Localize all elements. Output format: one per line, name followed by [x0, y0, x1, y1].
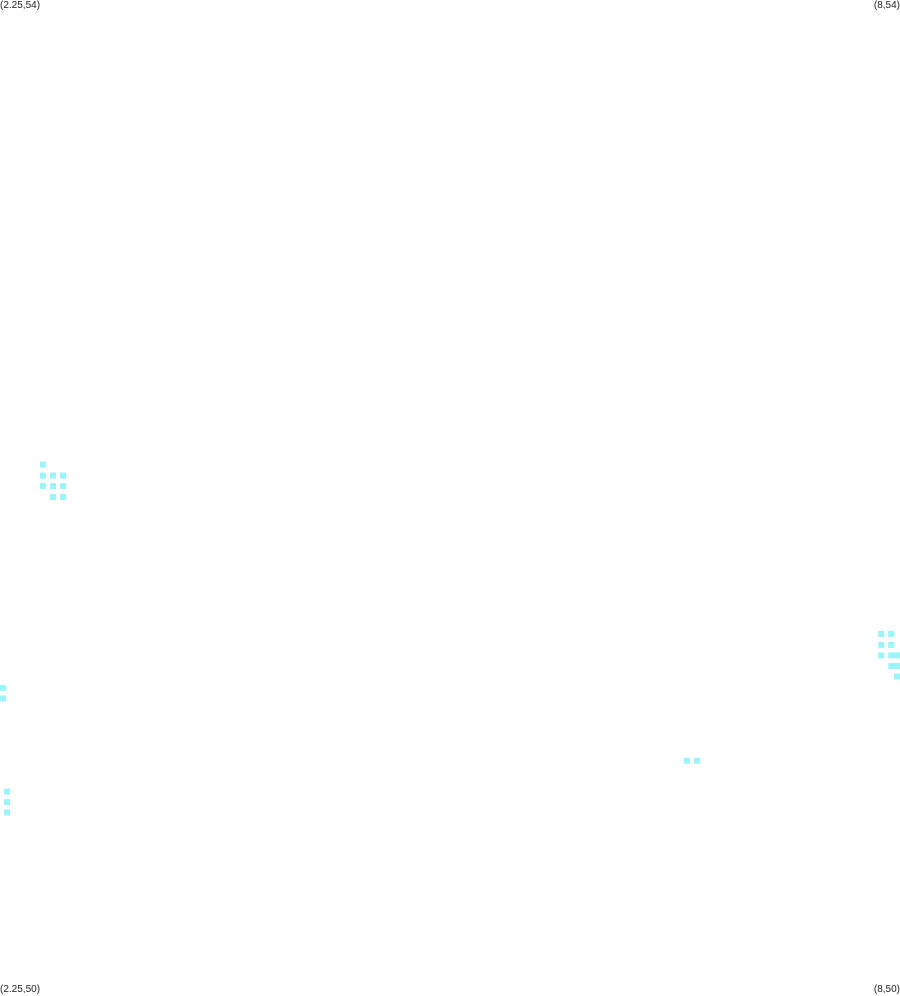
scatter-point-25	[894, 673, 900, 680]
corner-label-top-left: (2.25,54)	[0, 0, 41, 11]
scatter-point-0	[39, 461, 46, 468]
scatter-point-9	[0, 684, 6, 691]
corner-label-bottom-right: (8,50)	[873, 984, 900, 995]
corner-label-bottom-left: (2.25,50)	[0, 984, 41, 995]
scatter-point-3	[50, 472, 57, 479]
scatter-point-22	[888, 663, 895, 670]
scatter-point-2	[39, 483, 46, 490]
scatter-point-7	[60, 483, 67, 490]
scatter-point-15	[694, 757, 701, 764]
scatter-point-19	[888, 630, 895, 637]
scatter-point-18	[878, 652, 885, 659]
scatter-point-13	[4, 809, 11, 816]
scatter-point-8	[60, 494, 67, 500]
scatter-point-1	[39, 472, 46, 479]
scatter-point-4	[50, 483, 57, 490]
scatter-point-24	[894, 663, 900, 670]
scatter-point-21	[888, 652, 895, 659]
scatter-point-12	[4, 799, 11, 806]
scatter-point-17	[878, 641, 885, 648]
scatter-point-10	[0, 695, 6, 702]
scatter-point-20	[888, 641, 895, 648]
scatter-point-23	[894, 652, 900, 659]
scatter-point-16	[878, 630, 885, 637]
scatter-point-11	[4, 788, 11, 795]
scatter-point-14	[683, 757, 690, 764]
scatter-point-5	[50, 494, 57, 500]
corner-label-top-right: (8,54)	[873, 0, 900, 11]
scatter-point-6	[60, 472, 67, 479]
